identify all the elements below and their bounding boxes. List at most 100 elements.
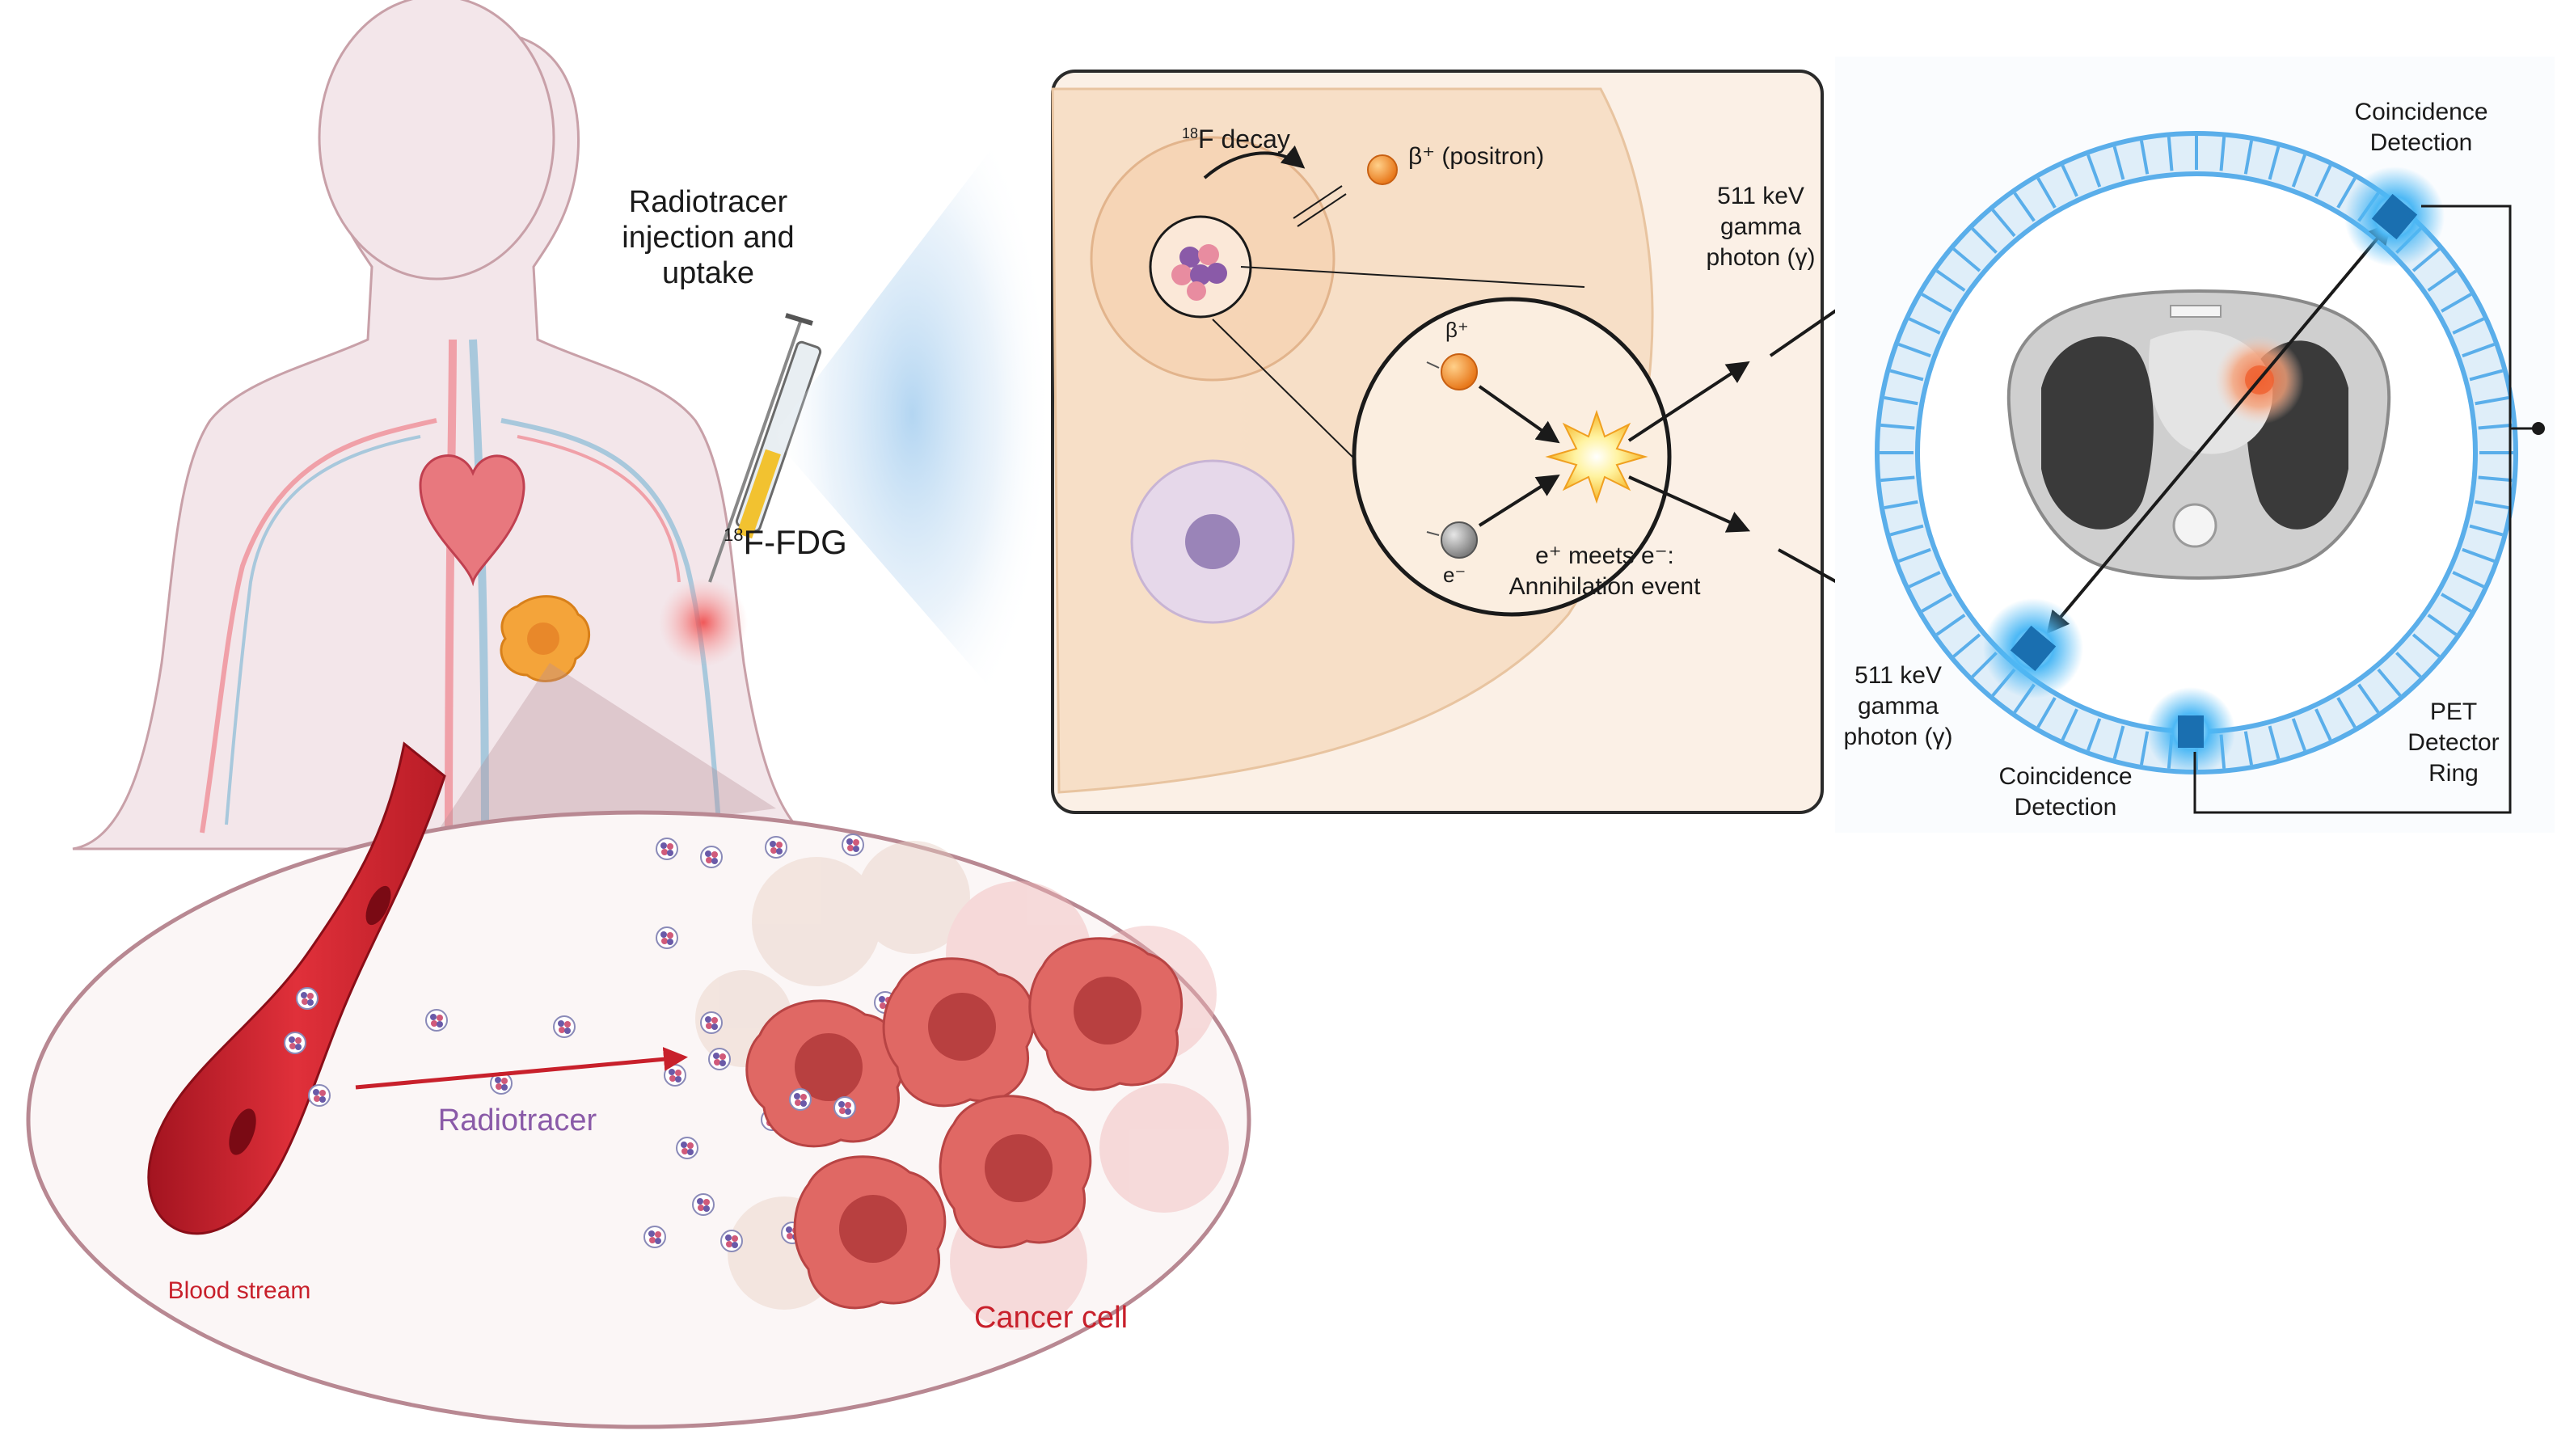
positron-label: β⁺ (positron)	[1408, 143, 1544, 170]
detector-element	[2336, 177, 2357, 209]
detector-element	[1880, 423, 1915, 430]
detector-element	[2314, 164, 2332, 197]
detector-element	[2061, 708, 2078, 741]
blood-stream-label: Blood stream	[168, 1277, 311, 1304]
decay-label: 18F decay	[1182, 124, 1290, 154]
detector-element	[2291, 154, 2306, 188]
ring-label-line3: Ring	[2428, 760, 2479, 787]
annihilation-label-line1: e⁺ meets e⁻:	[1535, 542, 1674, 569]
photon-bottom-line2: gamma	[1858, 693, 1939, 720]
detector-element	[2087, 718, 2102, 752]
detector-element	[1971, 227, 1998, 254]
detector-element	[1921, 593, 1952, 613]
detector-element	[1897, 547, 1931, 563]
detector-element	[2036, 697, 2057, 728]
detector-element	[2469, 524, 2504, 537]
detector-element	[2314, 708, 2332, 741]
detector-element	[1889, 369, 1924, 382]
injection-label-line3: uptake	[662, 256, 754, 290]
detector-element	[2139, 140, 2150, 175]
injection-label-line2: injection and	[622, 221, 794, 255]
tumor-icon	[500, 595, 591, 682]
cancer-cell-label: Cancer cell	[974, 1301, 1128, 1335]
photon-top-line2: gamma	[1720, 213, 1801, 240]
detector-element	[2268, 146, 2281, 180]
detector-element	[2243, 140, 2254, 175]
tissue-inset	[26, 741, 1251, 1429]
detector-element	[2441, 293, 2472, 313]
coincidence-bottom-line2: Detection	[2015, 794, 2117, 821]
detector-element	[1952, 633, 1981, 658]
cancer-cell-cluster	[745, 937, 1183, 1310]
detector-element	[2061, 164, 2078, 197]
photon-top-line3: photon (γ)	[1706, 244, 1815, 271]
detector-element	[2112, 725, 2125, 760]
detector-element	[1884, 395, 1918, 406]
detector-element	[1889, 524, 1924, 537]
detector-element	[2357, 683, 2380, 714]
detector-element	[2441, 593, 2472, 613]
annihilation-flash-icon	[1545, 409, 1648, 504]
annihilation-label-line2: Annihilation event	[1509, 573, 1702, 600]
radiotracer-label: Radiotracer	[438, 1104, 597, 1137]
detector-element	[2395, 652, 2422, 678]
detector-element	[2452, 317, 2485, 335]
coincidence-top-line2: Detection	[2370, 129, 2473, 156]
tracer-name-label: 18F-FDG	[724, 523, 847, 561]
photon-bottom-line1: 511 keV	[1854, 662, 1942, 689]
detector-element	[2452, 571, 2485, 589]
ring-label-line2: Detector	[2407, 729, 2499, 756]
detector-element	[2427, 614, 2458, 636]
detector-element	[1908, 317, 1941, 335]
detector-element	[2013, 192, 2036, 222]
blood-vessel	[147, 741, 446, 1235]
detector-element	[2475, 395, 2509, 406]
detector-element	[2478, 475, 2513, 483]
injection-label-line1: Radiotracer	[629, 185, 788, 219]
detector-element	[1908, 571, 1941, 589]
ct-scan-slice	[2006, 289, 2391, 580]
beta-plus-label: β⁺	[1445, 318, 1469, 342]
detector-element	[1884, 500, 1918, 510]
detector-element	[2475, 500, 2509, 510]
decay-panel	[1051, 70, 1824, 814]
detector-element	[2268, 725, 2281, 760]
coincidence-bottom-line1: Coincidence	[1998, 763, 2132, 790]
detector-element	[2411, 633, 2441, 658]
detector-element	[1897, 343, 1931, 358]
electron-label: e⁻	[1443, 563, 1466, 587]
heart-icon	[419, 454, 525, 587]
coincidence-top-line1: Coincidence	[2354, 99, 2487, 125]
detector-element	[2139, 731, 2150, 766]
nucleus-icon	[1171, 244, 1227, 301]
detector-element	[1991, 209, 2016, 238]
detector-element	[2167, 137, 2174, 171]
photon-top-line1: 511 keV	[1717, 183, 1804, 209]
human-body	[72, 0, 833, 857]
detector-element	[2411, 247, 2441, 272]
detector-element	[2219, 137, 2226, 171]
svg-text:uptake: uptake	[662, 256, 754, 290]
detector-element	[2469, 369, 2504, 382]
pet-detector-ring	[1835, 57, 2555, 833]
detector-element	[1880, 475, 1915, 483]
detector-element	[2478, 423, 2513, 430]
svg-text:Radiotracer: Radiotracer	[629, 185, 788, 219]
detector-element	[2087, 154, 2102, 188]
detector-element	[1935, 269, 1966, 292]
detector-element	[2462, 343, 2496, 358]
detector-element	[2336, 697, 2357, 728]
detector-element	[1935, 614, 1966, 636]
detector-element	[2243, 731, 2254, 766]
detector-element	[2291, 718, 2306, 752]
photon-bottom-line3: photon (γ)	[1843, 724, 1952, 750]
detector-element	[2112, 146, 2125, 180]
detector-element	[1921, 293, 1952, 313]
detector-element	[2377, 668, 2402, 697]
detector-element	[1952, 247, 1981, 272]
svg-text:injection and: injection and	[622, 221, 794, 255]
detector-element	[2462, 547, 2496, 563]
ring-label-line1: PET	[2430, 698, 2477, 725]
detector-element	[2427, 269, 2458, 292]
